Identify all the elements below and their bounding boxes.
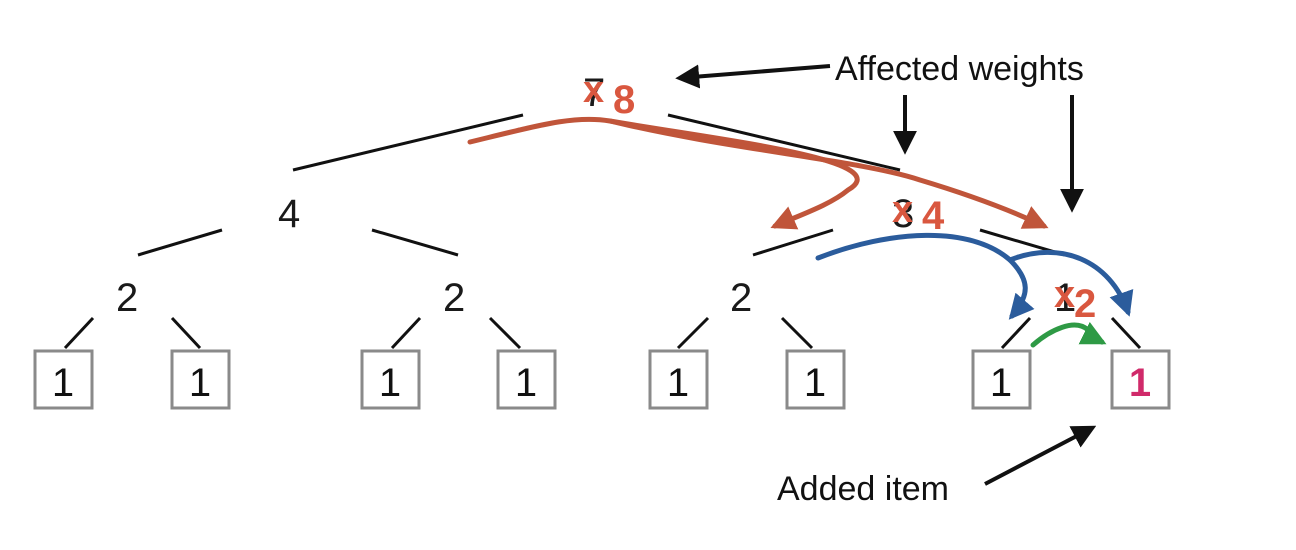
level2-new-weight: 2 [1074,282,1096,326]
orange-arrow-to-left-branch [467,116,860,230]
tree-edges [63,113,1142,350]
node-root: 7 x 8 [583,69,635,122]
annotation-affected-weights: Affected weights [675,50,1084,213]
annotation-added-item: Added item [777,425,1097,508]
node-left-weight: 4 [278,192,300,236]
edge-root-left [292,113,524,172]
edge-d-right [1110,316,1142,350]
leaf: 1 [360,349,421,410]
root-new-weight: 8 [613,78,635,122]
edge-n3-left [752,228,834,257]
edge-a-right [170,316,202,350]
affected-weights-label: Affected weights [835,50,1084,88]
root-strike-mark: x [583,69,604,111]
added-leaf-weight: 1 [1129,361,1151,405]
blue-arrow-to-added-leaf [1007,249,1134,317]
leaf: 1 [496,349,557,410]
leaf: 1 [170,349,231,410]
root-old-weight: 7 [583,71,605,115]
orange-arrow-to-right-branch [607,118,1049,229]
edge-a-left [63,316,95,350]
edge-c-right [780,316,814,350]
level2-strike-mark: x [1054,274,1075,316]
node-level2-weight-1: 2 [116,276,138,320]
leaf-weight: 1 [804,361,826,405]
right-old-weight: 3 [892,192,914,236]
edge-d-left [1000,316,1032,350]
leaf: 1 [785,349,846,410]
leaf-weight: 1 [379,361,401,405]
edge-b-right [488,316,522,350]
leaf: 1 [33,349,94,410]
edge-c-left [676,316,710,350]
affected-arrow-to-root [675,64,831,89]
green-update-arrow [1030,321,1107,348]
orange-update-arrows [467,116,1049,230]
node-right: 3 x 4 [892,189,945,238]
node-level2-updated: 1 x 2 [1054,274,1096,326]
node-level2-weight-2: 2 [443,276,465,320]
leaf-weight: 1 [515,361,537,405]
leaf: 1 [971,349,1032,410]
edge-n4-left [137,228,223,257]
leaf-weight: 1 [52,361,74,405]
blue-arrow-to-left-leaf [815,232,1035,320]
added-item-label: Added item [777,470,949,508]
leaves: 1 1 1 1 1 1 1 1 [33,349,1171,410]
blue-update-arrows [815,232,1134,320]
edge-n4-right [371,228,459,257]
leaf: 1 [648,349,709,410]
leaf-weight: 1 [189,361,211,405]
edge-root-right [667,113,901,172]
leaf-weight: 1 [990,361,1012,405]
right-strike-mark: x [892,189,913,231]
right-new-weight: 4 [922,194,945,238]
added-item-arrow [984,425,1097,486]
leaf-weight: 1 [667,361,689,405]
node-level2-weight-3: 2 [730,276,752,320]
level2-old-weight: 1 [1054,276,1076,320]
edge-b-left [390,316,422,350]
added-leaf: 1 [1110,349,1171,410]
